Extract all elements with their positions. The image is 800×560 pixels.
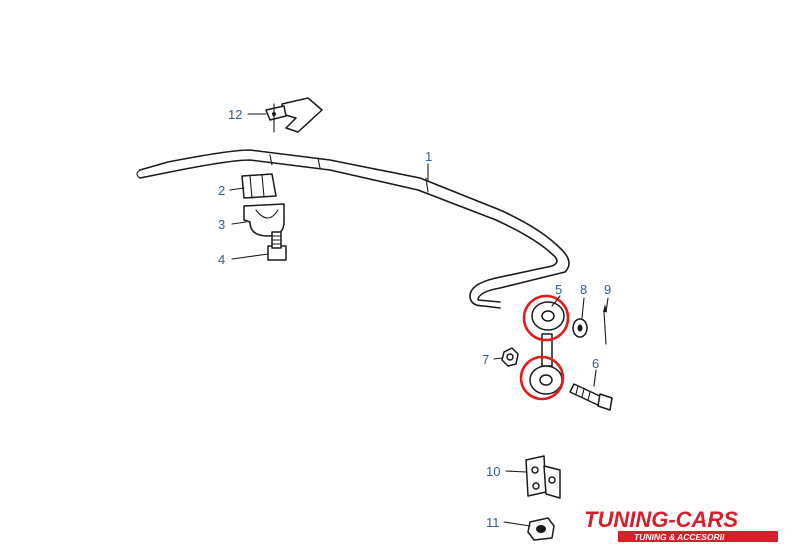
label-4: 4 (218, 252, 225, 267)
nut-part-11 (527, 517, 555, 541)
label-2: 2 (218, 183, 225, 198)
clamp-part-3 (243, 203, 285, 237)
bracket-part-12 (265, 97, 323, 133)
bolt-part-6 (569, 383, 613, 411)
leader-lines (229, 113, 609, 527)
label-11: 11 (486, 515, 500, 530)
highlight-upper-bushing (522, 294, 570, 342)
part-labels: 12 1 2 3 4 5 6 7 8 9 10 11 (218, 107, 611, 530)
link-part-5 (529, 301, 565, 395)
label-9: 9 (604, 282, 611, 297)
label-1: 1 (425, 149, 432, 164)
label-12: 12 (228, 107, 242, 122)
stabilizer-bar (136, 149, 570, 309)
label-5: 5 (555, 282, 562, 297)
rubber-mount-part-2 (241, 173, 277, 199)
label-8: 8 (580, 282, 587, 297)
logo-tagline-text: TUNING & ACCESORII (634, 532, 725, 542)
label-10: 10 (486, 464, 500, 479)
nut-part-7 (501, 347, 519, 367)
highlight-lower-bushing (519, 355, 565, 401)
label-6: 6 (592, 356, 599, 371)
logo-tagline-bar (618, 531, 778, 542)
label-3: 3 (218, 217, 225, 232)
bracket-part-10 (525, 455, 561, 499)
label-7: 7 (482, 352, 489, 367)
logo-brand-text: TUNING-CARS (584, 507, 738, 532)
bolt-part-4 (267, 231, 287, 261)
washer-part-8 (572, 318, 588, 338)
tuning-cars-logo: TUNING-CARS TUNING & ACCESORII (584, 507, 778, 542)
